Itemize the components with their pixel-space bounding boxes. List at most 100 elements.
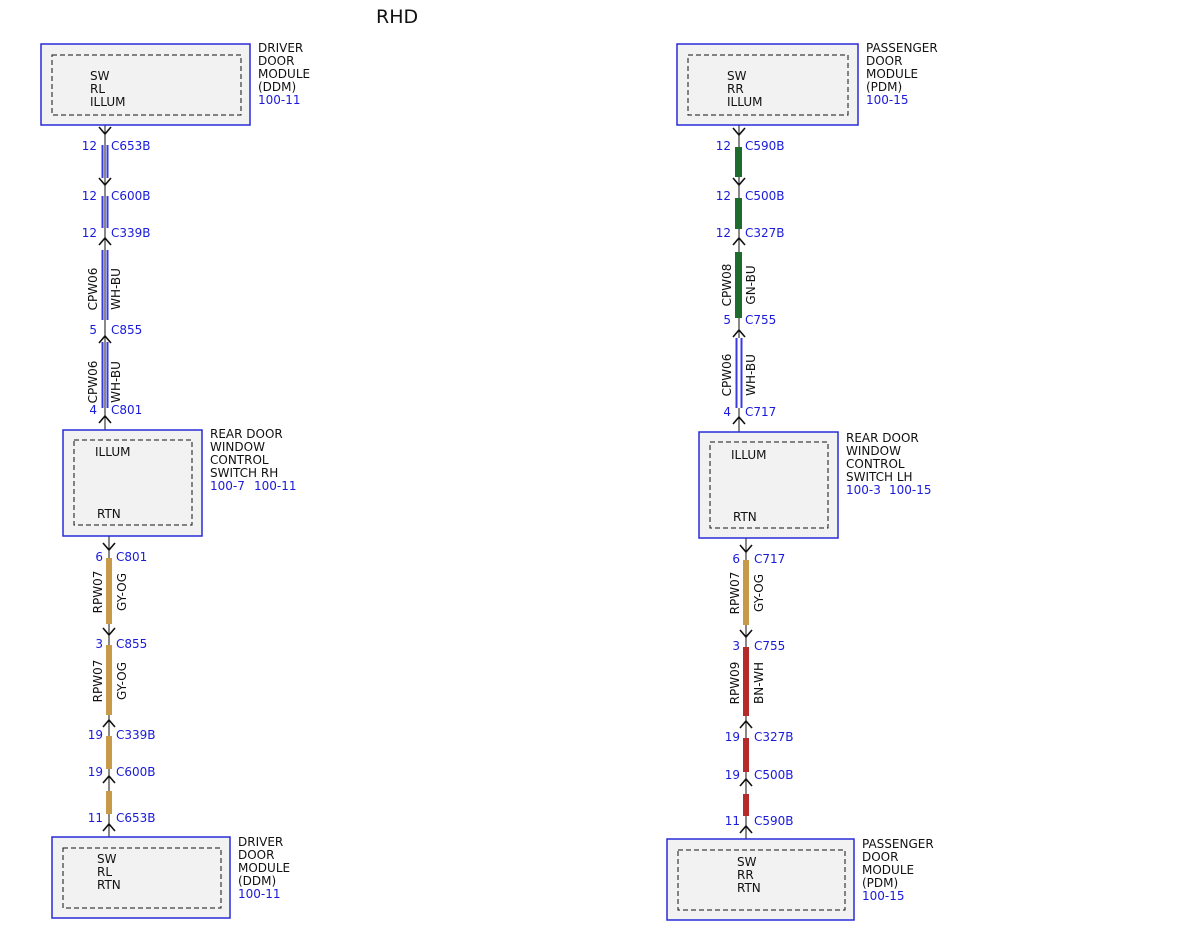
- switch-label: REAR DOOR: [210, 427, 283, 441]
- module-pin: ILLUM: [727, 95, 762, 109]
- connector-name: C339B: [116, 728, 156, 742]
- page-reference-link[interactable]: 100-11: [238, 887, 281, 901]
- connector-arrow: [102, 718, 116, 728]
- connector-arrow: [732, 127, 746, 137]
- wire-segment: [735, 252, 742, 318]
- wire-segment: [106, 558, 112, 624]
- connector-arrow: [98, 236, 112, 246]
- module-pin: SW: [737, 855, 757, 869]
- page-reference-link[interactable]: 100-7: [210, 479, 245, 493]
- page-reference-link[interactable]: 100-15: [889, 483, 932, 497]
- connector-arrow: [739, 719, 753, 729]
- module-label: (DDM): [258, 80, 296, 94]
- connector-arrow: [102, 627, 116, 637]
- page-reference-link[interactable]: 100-15: [862, 889, 905, 903]
- switch-label: WINDOW: [210, 440, 265, 454]
- module-label: (PDM): [862, 876, 898, 890]
- connector-pin: 5: [723, 313, 731, 327]
- connector-pin: 5: [89, 323, 97, 337]
- wire-segment: [743, 647, 749, 716]
- connector-pin: 19: [88, 765, 103, 779]
- module-pin: RTN: [97, 878, 121, 892]
- connector-pin: 12: [716, 226, 731, 240]
- connector-arrow: [98, 414, 112, 424]
- module-pin: RL: [97, 865, 112, 879]
- left-upper-arrows: [98, 126, 112, 424]
- module-label: MODULE: [238, 861, 290, 875]
- connector-arrow: [732, 177, 746, 187]
- connector-name: C653B: [111, 139, 151, 153]
- connector-name: C717: [745, 405, 776, 419]
- wire-segment: [106, 791, 112, 814]
- wire-color-code: WH-BU: [109, 268, 123, 310]
- connector-name: C590B: [745, 139, 785, 153]
- switch-internal: [709, 441, 829, 529]
- switch-label: CONTROL: [846, 457, 905, 471]
- driver-door-module-bottom: SW RL RTN DRIVER DOOR MODULE (DDM) 100-1…: [51, 835, 290, 919]
- connector-arrow: [732, 415, 746, 425]
- wire-circuit-id: CPW06: [86, 268, 100, 311]
- connector-name: C327B: [745, 226, 785, 240]
- right-lower-wire-labels: RPW07 GY-OG RPW09 BN-WH: [728, 572, 766, 705]
- module-label: DOOR: [238, 848, 274, 862]
- module-label: PASSENGER: [866, 41, 938, 55]
- wire-circuit-id: RPW07: [91, 660, 105, 703]
- connector-arrow: [98, 334, 112, 344]
- connector-pin: 3: [732, 639, 740, 653]
- wire-segment: [735, 147, 742, 177]
- passenger-door-module-top: SW RR ILLUM PASSENGER DOOR MODULE (PDM) …: [676, 41, 938, 126]
- switch-pin: ILLUM: [731, 448, 766, 462]
- rear-door-window-switch-lh: ILLUM RTN REAR DOOR WINDOW CONTROL SWITC…: [698, 431, 932, 539]
- page-reference-link[interactable]: 100-11: [258, 93, 301, 107]
- connector-pin: 4: [723, 405, 731, 419]
- connector-name: C755: [745, 313, 776, 327]
- connector-name: C653B: [116, 811, 156, 825]
- circuit-left: SW RL ILLUM DRIVER DOOR MODULE (DDM) 100…: [40, 41, 310, 919]
- module-internal: [677, 849, 846, 911]
- module-pin: RTN: [737, 881, 761, 895]
- connector-pin: 19: [725, 768, 740, 782]
- connector-arrow: [739, 544, 753, 554]
- connector-arrow: [732, 328, 746, 338]
- page-reference-link[interactable]: 100-15: [866, 93, 909, 107]
- switch-label: SWITCH RH: [210, 466, 278, 480]
- left-upper-wires: [101, 125, 109, 432]
- rear-door-window-switch-rh: ILLUM RTN REAR DOOR WINDOW CONTROL SWITC…: [62, 427, 297, 537]
- right-upper-connector-labels: 12 C590B 12 C500B 12 C327B 5 C755 4 C717: [716, 139, 785, 419]
- module-label: DOOR: [866, 54, 902, 68]
- switch-label: WINDOW: [846, 444, 901, 458]
- module-pin: RL: [90, 82, 105, 96]
- page-reference-link[interactable]: 100-11: [254, 479, 297, 493]
- connector-pin: 12: [82, 226, 97, 240]
- switch-pin: RTN: [733, 510, 757, 524]
- wire-color-code: WH-BU: [109, 361, 123, 403]
- connector-name: C855: [111, 323, 142, 337]
- module-pin: SW: [727, 69, 747, 83]
- connector-arrow: [102, 774, 116, 784]
- right-upper-arrows: [732, 127, 746, 425]
- module-pin: RR: [737, 868, 754, 882]
- wire-circuit-id: CPW08: [720, 264, 734, 307]
- connector-name: C600B: [116, 765, 156, 779]
- wire-circuit-id: CPW06: [86, 361, 100, 404]
- page-reference-link[interactable]: 100-3: [846, 483, 881, 497]
- wire-color-code: GY-OG: [115, 662, 129, 700]
- driver-door-module-top: SW RL ILLUM DRIVER DOOR MODULE (DDM) 100…: [40, 41, 310, 126]
- passenger-door-module-bottom: SW RR RTN PASSENGER DOOR MODULE (PDM) 10…: [666, 837, 934, 921]
- wire-segment: [735, 198, 742, 229]
- switch-label: REAR DOOR: [846, 431, 919, 445]
- module-label: PASSENGER: [862, 837, 934, 851]
- module-label: MODULE: [258, 67, 310, 81]
- wire-circuit-id: RPW09: [728, 662, 742, 705]
- wire-color-code: WH-BU: [744, 354, 758, 396]
- wire-segment: [735, 338, 743, 408]
- left-upper-connector-labels: 12 C653B 12 C600B 12 C339B 5 C855 4 C801: [82, 139, 151, 417]
- wire-color-code: GY-OG: [752, 574, 766, 612]
- switch-pin: RTN: [97, 507, 121, 521]
- connector-pin: 19: [88, 728, 103, 742]
- switch-pin: ILLUM: [95, 445, 130, 459]
- module-box: [676, 43, 859, 126]
- wire-circuit-id: RPW07: [91, 571, 105, 614]
- connector-name: C500B: [754, 768, 794, 782]
